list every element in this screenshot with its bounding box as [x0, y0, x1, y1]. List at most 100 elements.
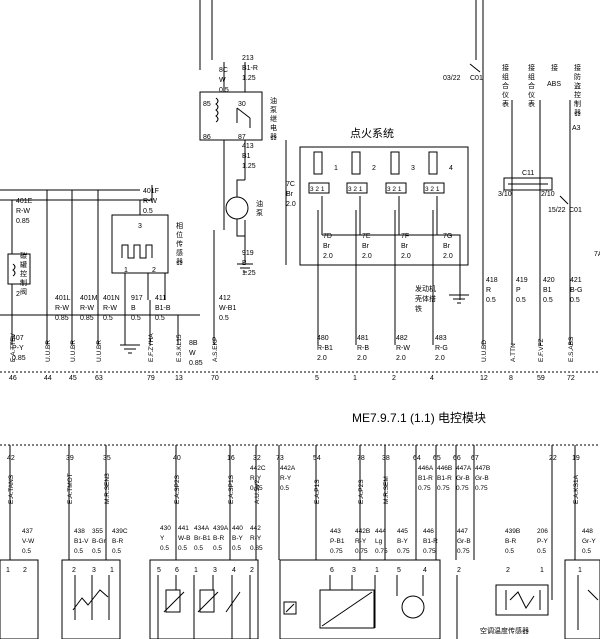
relay-pin: 87	[238, 134, 246, 141]
coil-connector	[385, 182, 407, 194]
wire-label: 419	[516, 277, 528, 284]
ecu-pin-id: U.U.BR	[45, 340, 52, 362]
wire-label: R-B	[357, 345, 369, 352]
wire-label: 0.5	[131, 315, 141, 322]
component-pin: 3	[352, 567, 356, 574]
wire-label: R-W	[103, 305, 117, 312]
component-pin: 6	[175, 567, 179, 574]
wire-label: 434A	[194, 525, 210, 532]
component-label: 空调温度传感器	[480, 626, 529, 635]
ecu-pin-number: 5	[315, 375, 319, 382]
wire-label: B-R	[505, 538, 517, 545]
wire-label: 2.0	[357, 355, 367, 362]
ecu-pin-id: E.A.SP1S	[228, 474, 235, 504]
ecu-pin-number: 13	[175, 375, 183, 382]
wire-label: Gr-B	[457, 538, 471, 545]
wire-label: 1.25	[242, 270, 256, 277]
wire-label: 444	[375, 528, 386, 535]
ignition-coil	[351, 151, 361, 175]
component-label: 表	[502, 99, 509, 108]
component-label: 接	[551, 63, 558, 72]
ecu-pin-number: 65	[433, 455, 441, 462]
coil-number: 1	[334, 165, 338, 172]
top-wire-labels: 407P-Y0.85401LR-W0.85401MR-W0.85401NR-W0…	[12, 55, 582, 367]
coil-number: 2	[372, 165, 376, 172]
wire-label: 0.5	[160, 545, 169, 552]
wire-label: 438	[74, 528, 85, 535]
wire-label: Br	[362, 243, 370, 250]
ecu-pin-id: U.U.BR	[70, 340, 77, 362]
component-label: 相	[176, 221, 183, 230]
wire-label: 7E	[362, 233, 371, 240]
wire-label: Br-B1	[194, 535, 211, 542]
component-label: 继	[270, 114, 277, 123]
ecu-pin-id: E.S.KL15	[176, 334, 183, 362]
wire-label: 437	[22, 528, 33, 535]
ecu-pin-number: 44	[44, 375, 52, 382]
ecu-pin-id: E.A.P2S	[358, 479, 365, 504]
wire-label: 213	[242, 55, 254, 62]
ecu-pin-id: E.A.TMOT	[67, 473, 74, 504]
phase-sensor-pin: 1	[124, 267, 128, 274]
wire-label: 0.85	[12, 355, 26, 362]
ecu-pin-number: 63	[95, 375, 103, 382]
ecu-pin-number: 1	[353, 375, 357, 382]
ignition-coils: 13 2 123 2 133 2 143 2 1	[308, 151, 453, 194]
wire-label: B	[131, 305, 136, 312]
wire-label: 2.0	[401, 253, 411, 260]
connector-label: C11	[522, 170, 534, 177]
ecu-pin-number: 73	[276, 455, 284, 462]
wire-label: 0.75	[423, 548, 436, 555]
wire-label: 0.5	[213, 545, 222, 552]
ecu-pin-id: A.U.5V2	[254, 479, 261, 504]
ecu-pin-id: E.S.ABS	[568, 336, 575, 362]
wire-label: W	[219, 77, 226, 84]
wire-label: 413	[242, 143, 254, 150]
ecu-pin-number: 39	[66, 455, 74, 462]
wire-label: 446B	[437, 465, 452, 472]
wire-label: B1-R	[437, 475, 452, 482]
wire-label: 0.5	[570, 297, 580, 304]
wire-label: 0.5	[582, 548, 591, 555]
wire-label: R	[486, 287, 491, 294]
wire-label: 0.5	[22, 548, 31, 555]
wire-label: 448	[582, 528, 593, 535]
wire-label: 411	[155, 295, 166, 302]
ecu-bottom-pins: 42E.A.TANS39E.A.TMOT35M.R.SEN340E.A.SP2S…	[7, 455, 580, 504]
wire-label: 447	[457, 528, 468, 535]
wire-label: 481	[357, 335, 369, 342]
wire-label: Br	[401, 243, 409, 250]
ecu-pin-number: 66	[453, 455, 461, 462]
coil-connector	[423, 182, 445, 194]
wire-label: 0.5	[219, 315, 229, 322]
wire-label: P	[516, 287, 521, 294]
connector-label: C01	[569, 207, 582, 214]
wire-label: 407	[12, 335, 24, 342]
wire-label: R-Y	[250, 475, 262, 482]
wire-label: Y	[160, 535, 165, 542]
ignition-coil	[428, 151, 438, 175]
component-labels: 碳罐控制阀相位传感器油泵继电器油泵发动机壳体搭铁接组合仪表接组合仪表接ABS接防…	[20, 63, 581, 635]
ecu-pin-id: E.A.SP2S	[174, 474, 181, 504]
ignition-coil	[390, 151, 400, 175]
component-pin: 2	[72, 567, 76, 574]
ecu-pin-number: 40	[173, 455, 181, 462]
component-pin: 1	[375, 567, 379, 574]
component-label: 控	[574, 90, 581, 99]
component-label: 阀	[20, 287, 27, 296]
component-label: 壳体搭	[415, 294, 436, 303]
wire-label: 482	[396, 335, 408, 342]
component-label: 泵	[270, 106, 277, 114]
component-pin: 2	[23, 567, 27, 574]
component-label: 铁	[415, 304, 422, 313]
wire-label: Br	[323, 243, 331, 250]
component-pin: 5	[397, 567, 401, 574]
ecu-pin-number: 64	[413, 455, 421, 462]
component-label: 接	[502, 63, 509, 72]
coil-connector	[346, 182, 368, 194]
wire-label: 412	[219, 295, 231, 302]
wire-label: W-B	[178, 535, 191, 542]
component-label: 器	[176, 258, 183, 266]
wire-label: 0.85	[250, 485, 263, 492]
